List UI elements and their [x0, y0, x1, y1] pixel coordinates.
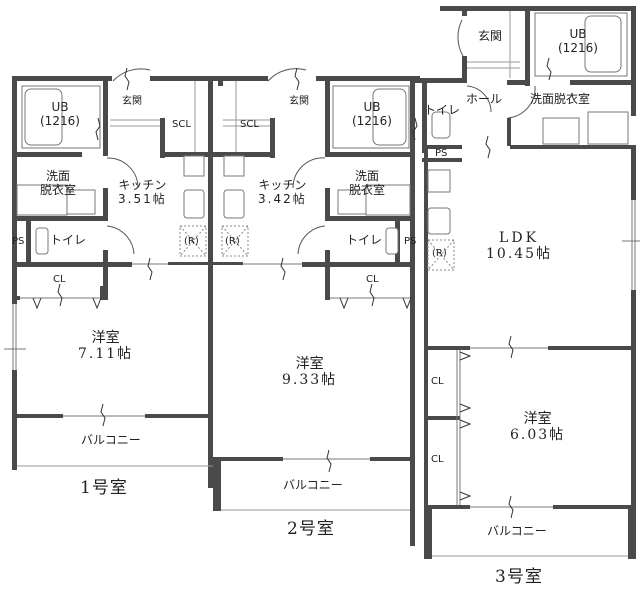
unit1-refrigerator-label: (R) [184, 236, 199, 247]
unit2-washroom-line1: 洗面 [355, 169, 380, 183]
door-markers [32, 57, 552, 519]
unit1-toilet-label: トイレ [50, 233, 87, 247]
unit2-kitchen-name: キッチン [258, 178, 307, 192]
unit2-ub-label: UB (1216) [352, 100, 392, 129]
unit3-refrigerator-label: (R) [432, 248, 447, 259]
unit1-entrance-label: 玄関 [122, 96, 142, 107]
unit2-ub-size: (1216) [352, 113, 392, 128]
unit2-kitchen-label: キッチン 3.42帖 [258, 178, 307, 207]
unit-1-walls [4, 76, 214, 488]
unit3-ub-name: UB [569, 27, 587, 41]
unit1-kitchen-label: キッチン 3.51帖 [118, 178, 167, 207]
unit1-label: 1号室 [80, 478, 128, 498]
unit1-scl-label: SCL [172, 119, 191, 130]
unit3-ldk-label: LDK 10.45帖 [486, 230, 552, 262]
unit3-ub-size: (1216) [558, 40, 598, 55]
unit3-closet2-label: CL [431, 454, 444, 465]
unit1-western-room-label: 洋室 7.11帖 [78, 330, 133, 362]
unit2-scl-label: SCL [240, 119, 259, 130]
unit2-ps-label: PS [404, 236, 417, 247]
unit-2-fixtures [221, 68, 411, 257]
unit3-ps-label: PS [435, 148, 448, 159]
unit1-western-room-name: 洋室 [91, 330, 120, 346]
unit3-toilet-label: トイレ [424, 103, 461, 117]
unit1-kitchen-area: 3.51帖 [118, 191, 167, 206]
unit2-washroom-label: 洗面 脱衣室 [349, 169, 386, 198]
unit2-western-room-name: 洋室 [295, 356, 324, 372]
unit2-washroom-line2: 脱衣室 [349, 182, 386, 197]
unit2-refrigerator-label: (R) [225, 236, 240, 247]
unit1-ub-name: UB [51, 100, 69, 114]
unit1-washroom-line1: 洗面 [46, 169, 71, 183]
unit3-label: 3号室 [495, 567, 543, 587]
unit3-closet1-label: CL [431, 376, 444, 387]
unit-3-fixtures [427, 11, 629, 271]
unit2-closet-label: CL [366, 274, 379, 285]
unit3-washroom-label: 洗面脱衣室 [530, 92, 591, 106]
unit3-western-room-name: 洋室 [523, 411, 552, 427]
unit2-entrance-label: 玄関 [289, 96, 309, 107]
unit2-balcony-label: バルコニー [283, 478, 343, 492]
unit2-toilet-label: トイレ [346, 233, 383, 247]
unit1-closet-label: CL [53, 274, 66, 285]
unit1-ub-label: UB (1216) [40, 100, 80, 129]
unit1-ps-label: PS [12, 236, 25, 247]
unit3-western-room-area: 6.03帖 [510, 427, 566, 444]
unit2-label: 2号室 [287, 519, 335, 539]
unit2-kitchen-area: 3.42帖 [258, 191, 307, 206]
unit1-ub-size: (1216) [40, 113, 80, 128]
unit2-western-room-label: 洋室 9.33帖 [282, 356, 337, 388]
unit3-balcony-label: バルコニー [487, 524, 547, 538]
unit1-washroom-label: 洗面 脱衣室 [40, 169, 77, 198]
unit3-ldk-area: 10.45帖 [486, 246, 553, 263]
unit3-western-room-label: 洋室 6.03帖 [510, 411, 565, 443]
unit-3-walls [410, 6, 640, 559]
unit1-balcony-label: バルコニー [81, 433, 141, 447]
unit3-entrance-label: 玄関 [478, 29, 503, 43]
unit-1-fixtures [16, 68, 207, 299]
unit3-ub-label: UB (1216) [558, 27, 598, 56]
unit2-western-room-area: 9.33帖 [282, 372, 338, 389]
unit1-western-room-area: 7.11帖 [78, 346, 134, 363]
unit1-kitchen-name: キッチン [118, 178, 167, 192]
unit1-washroom-line2: 脱衣室 [40, 182, 77, 197]
unit3-hall-label: ホール [466, 92, 503, 106]
unit2-ub-name: UB [363, 100, 381, 114]
unit3-ldk-name: LDK [499, 230, 540, 246]
